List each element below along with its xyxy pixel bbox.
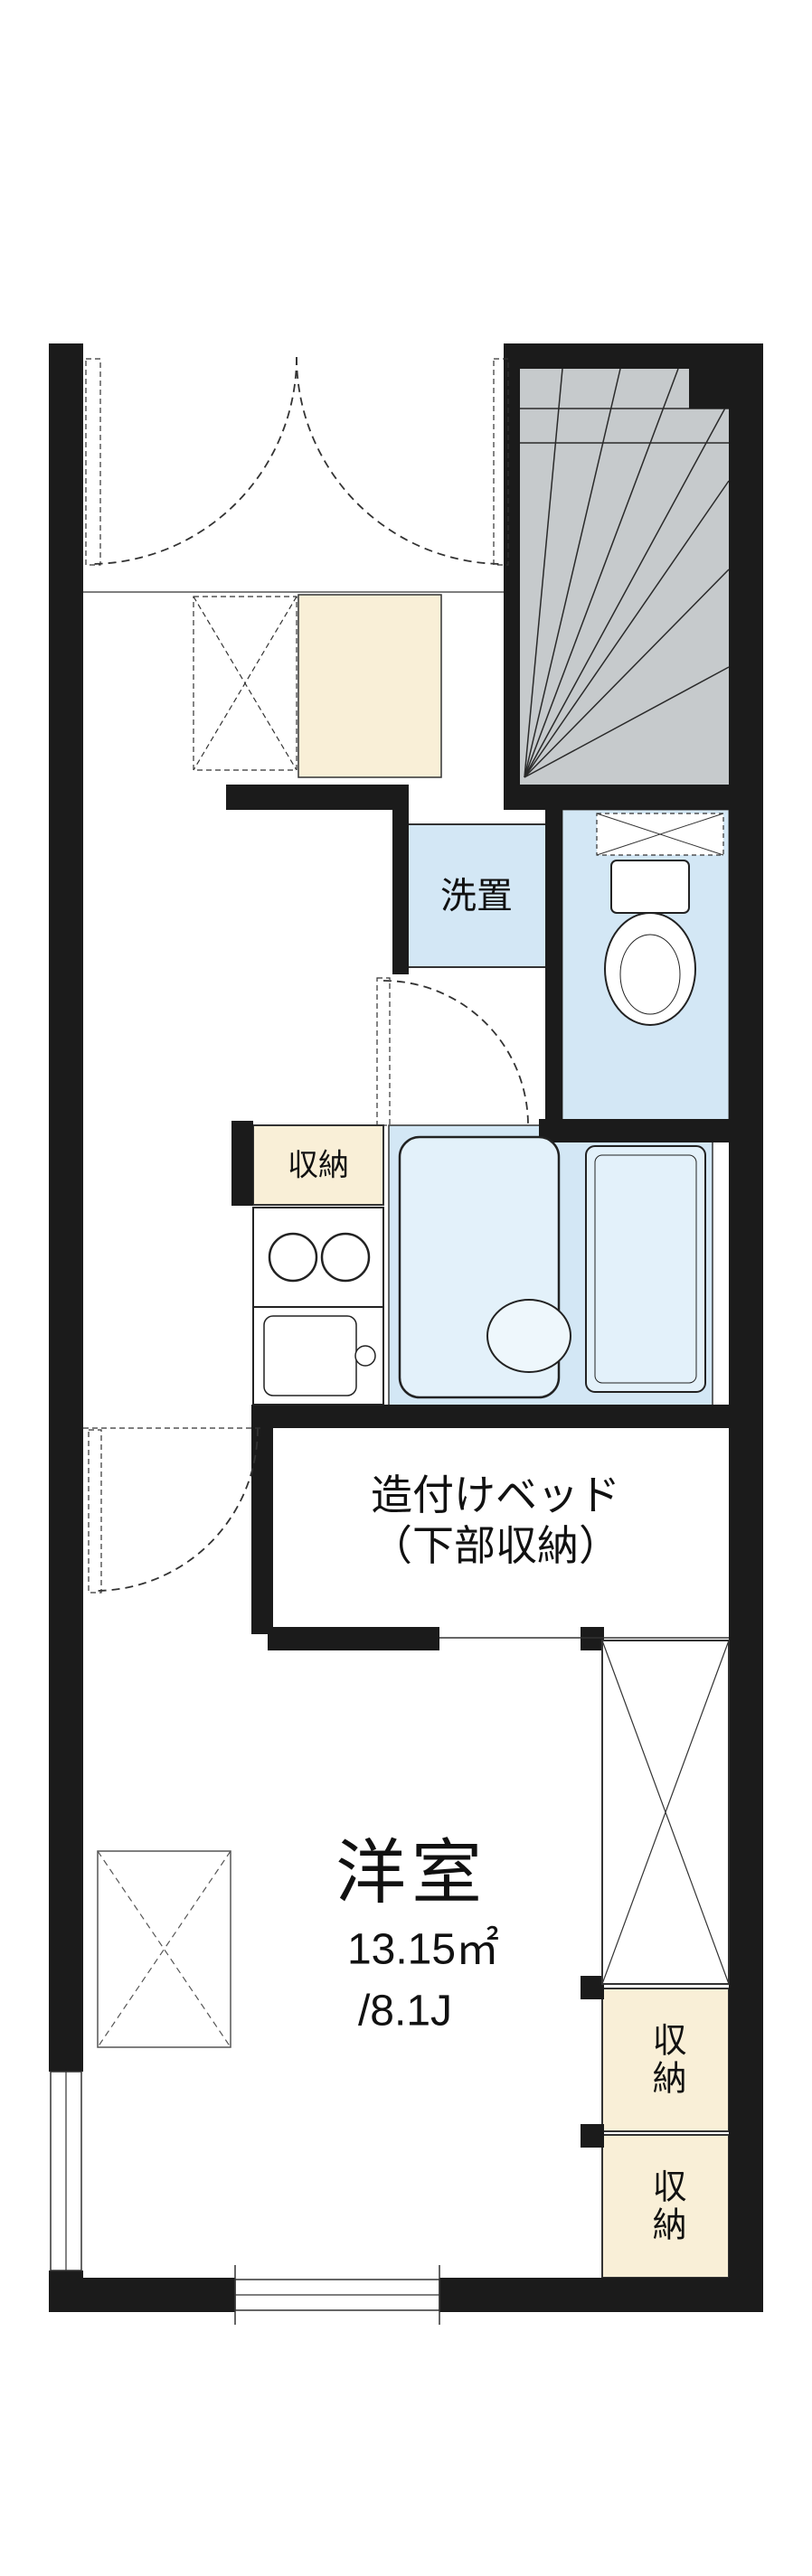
bath-drain-basin xyxy=(486,1299,571,1373)
toilet-bowl xyxy=(604,912,696,1026)
room-door-leaf xyxy=(88,1429,102,1594)
entrance-door-leaf-right xyxy=(493,358,509,566)
wall-top xyxy=(504,343,763,369)
closet-upper-label: 収納 xyxy=(647,2022,685,2098)
wall-entry-bottom xyxy=(226,785,409,810)
folding-door-frame xyxy=(193,596,297,771)
laundry-label: 洗置 xyxy=(440,876,513,917)
bathroom-fixtures xyxy=(398,1135,706,1399)
entry-step-area xyxy=(297,594,442,778)
wall-pillar-2 xyxy=(581,1976,604,1999)
bath-door-inner xyxy=(594,1154,697,1384)
bath-door xyxy=(585,1145,706,1393)
room-area-m2-label: 13.15㎡ xyxy=(346,1925,500,1974)
wall-bed-bottom-stub xyxy=(268,1627,439,1650)
room-door-arc xyxy=(94,1427,259,1592)
washroom-door-arc xyxy=(382,980,529,1126)
stove-burner-right xyxy=(320,1232,371,1283)
wall-corridor-laundry xyxy=(392,810,409,974)
closet-lower-label: 収納 xyxy=(647,2168,685,2244)
wall-pillar-1 xyxy=(581,1627,604,1650)
room-name-label: 洋室 xyxy=(335,1832,488,1913)
wall-stair-bottom xyxy=(504,785,729,810)
staircase-treads xyxy=(520,368,730,778)
washroom-door xyxy=(376,977,529,1126)
toilet-tank xyxy=(610,860,690,914)
stair-corner-wall xyxy=(689,369,729,409)
folding-door-cross-2 xyxy=(193,596,297,771)
kitchen xyxy=(252,1207,384,1406)
built-in-bed-label: 造付けベッド （下部収納） xyxy=(371,1470,620,1571)
hall-storage-label: 収納 xyxy=(288,1148,349,1183)
stove-burner-left xyxy=(268,1232,318,1283)
closet-upper-box xyxy=(601,1988,730,2132)
hall-storage-box xyxy=(252,1124,384,1206)
left-fixture-square xyxy=(97,1850,231,2048)
toilet-fixtures xyxy=(596,813,724,1026)
tall-cabinet xyxy=(601,1640,730,1985)
entrance-doors xyxy=(83,356,509,771)
washroom-door-leaf xyxy=(376,977,391,1126)
wall-laundry-toilet xyxy=(545,810,562,1125)
wall-right xyxy=(729,343,763,2312)
staircase-area xyxy=(520,369,729,785)
laundry-area xyxy=(406,823,548,968)
wall-bed-top xyxy=(251,1405,729,1428)
built-in-bed-label-line2: （下部収納） xyxy=(371,1522,620,1569)
built-in-bed-label-line1: 造付けベッド xyxy=(371,1471,620,1518)
entrance-door-arc-right xyxy=(296,356,505,565)
room-area-jo-label: /8.1J xyxy=(357,1987,453,2035)
stove-unit xyxy=(252,1207,384,1308)
windows xyxy=(50,2071,440,2325)
wall-bottom-right xyxy=(439,2278,729,2312)
wall-left-upper xyxy=(49,343,83,2072)
walls xyxy=(49,343,763,2312)
sink-faucet xyxy=(354,1345,376,1367)
wall-bottom-left xyxy=(49,2278,235,2312)
room-door xyxy=(83,1427,262,1594)
wall-storage-stub xyxy=(231,1121,253,1206)
entrance-door-arc-left xyxy=(89,356,297,565)
entrance-door-leaf-left xyxy=(85,358,101,566)
wall-bed-left xyxy=(251,1405,273,1634)
wall-stair-left xyxy=(504,369,520,785)
wall-pillar-3 xyxy=(581,2124,604,2148)
toilet-bowl-inner xyxy=(619,934,681,1015)
wall-toilet-bottom xyxy=(539,1119,729,1142)
closet-lower-box xyxy=(601,2134,730,2279)
